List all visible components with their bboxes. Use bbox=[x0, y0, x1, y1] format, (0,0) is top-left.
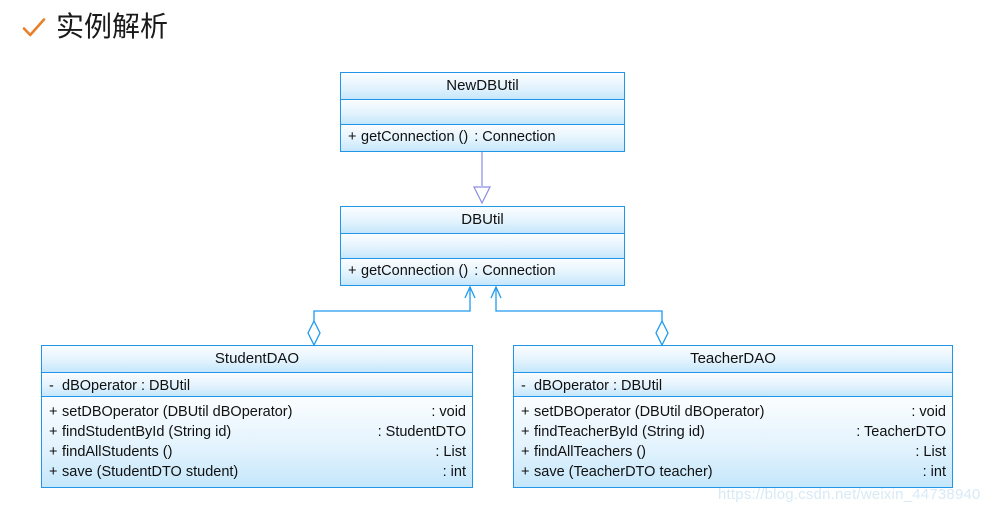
class-name-studentdao: StudentDAO bbox=[42, 346, 472, 373]
operation-row: + getConnection () : Connection bbox=[341, 127, 624, 147]
attribute-row: - dBOperator : DBUtil bbox=[42, 376, 472, 396]
relation-generalization-newdbutil-dbutil bbox=[473, 152, 491, 205]
operation-row: + setDBOperator (DBUtil dBOperator) : vo… bbox=[42, 402, 472, 422]
visibility-marker: + bbox=[348, 129, 357, 145]
visibility-marker: + bbox=[521, 464, 530, 480]
operation-return-type: : Connection bbox=[474, 263, 556, 279]
operation-return-type: : StudentDTO bbox=[377, 424, 466, 440]
class-attributes-teacherdao: - dBOperator : DBUtil bbox=[514, 373, 952, 397]
watermark: https://blog.csdn.net/weixin_44738940 bbox=[718, 486, 981, 503]
operation-row: + findAllStudents () : List bbox=[42, 442, 472, 462]
operation-signature: getConnection () bbox=[361, 129, 469, 145]
operation-row: + findTeacherById (String id) : TeacherD… bbox=[514, 422, 952, 442]
attribute-signature: dBOperator : DBUtil bbox=[62, 378, 191, 394]
operation-row: + findAllTeachers () : List bbox=[514, 442, 952, 462]
operation-signature: findTeacherById (String id) bbox=[534, 424, 705, 440]
class-operations-teacherdao: + setDBOperator (DBUtil dBOperator) : vo… bbox=[514, 397, 952, 487]
uml-class-newdbutil[interactable]: NewDBUtil + getConnection () : Connectio… bbox=[340, 72, 625, 152]
class-attributes-dbutil bbox=[341, 234, 624, 259]
operation-signature: findAllStudents () bbox=[62, 444, 173, 460]
operation-row: + setDBOperator (DBUtil dBOperator) : vo… bbox=[514, 402, 952, 422]
visibility-marker: + bbox=[49, 464, 58, 480]
class-operations-newdbutil: + getConnection () : Connection bbox=[341, 125, 624, 151]
operation-return-type: : List bbox=[915, 444, 946, 460]
class-attributes-newdbutil bbox=[341, 100, 624, 125]
operation-row: + save (StudentDTO student) : int bbox=[42, 462, 472, 482]
uml-class-dbutil[interactable]: DBUtil + getConnection () : Connection bbox=[340, 206, 625, 286]
uml-class-teacherdao[interactable]: TeacherDAO - dBOperator : DBUtil + setDB… bbox=[513, 345, 953, 488]
attribute-signature: dBOperator : DBUtil bbox=[534, 378, 663, 394]
visibility-marker: - bbox=[49, 378, 54, 394]
class-attributes-studentdao: - dBOperator : DBUtil bbox=[42, 373, 472, 397]
operation-row: + getConnection () : Connection bbox=[341, 261, 624, 281]
operation-row: + save (TeacherDTO teacher) : int bbox=[514, 462, 952, 482]
relation-aggregation-teacherdao-dbutil bbox=[490, 285, 669, 347]
visibility-marker: + bbox=[348, 263, 357, 279]
operation-signature: setDBOperator (DBUtil dBOperator) bbox=[62, 404, 293, 420]
operation-row: + findStudentById (String id) : StudentD… bbox=[42, 422, 472, 442]
visibility-marker: + bbox=[521, 424, 530, 440]
operation-return-type: : int bbox=[442, 464, 466, 480]
operation-return-type: : int bbox=[922, 464, 946, 480]
attribute-row: - dBOperator : DBUtil bbox=[514, 376, 952, 396]
operation-signature: setDBOperator (DBUtil dBOperator) bbox=[534, 404, 765, 420]
class-name-newdbutil: NewDBUtil bbox=[341, 73, 624, 100]
page-header: 实例解析 bbox=[0, 0, 1004, 56]
class-operations-studentdao: + setDBOperator (DBUtil dBOperator) : vo… bbox=[42, 397, 472, 487]
page-title: 实例解析 bbox=[56, 10, 169, 43]
visibility-marker: + bbox=[49, 444, 58, 460]
operation-signature: getConnection () bbox=[361, 263, 469, 279]
visibility-marker: + bbox=[521, 444, 530, 460]
class-name-dbutil: DBUtil bbox=[341, 207, 624, 234]
visibility-marker: + bbox=[49, 424, 58, 440]
operation-signature: findStudentById (String id) bbox=[62, 424, 232, 440]
operation-return-type: : TeacherDTO bbox=[856, 424, 946, 440]
relation-aggregation-studentdao-dbutil bbox=[307, 285, 476, 347]
operation-return-type: : Connection bbox=[474, 129, 556, 145]
operation-return-type: : void bbox=[911, 404, 946, 420]
visibility-marker: - bbox=[521, 378, 526, 394]
operation-signature: findAllTeachers () bbox=[534, 444, 647, 460]
check-icon bbox=[20, 14, 48, 42]
class-operations-dbutil: + getConnection () : Connection bbox=[341, 259, 624, 285]
uml-class-studentdao[interactable]: StudentDAO - dBOperator : DBUtil + setDB… bbox=[41, 345, 473, 488]
operation-signature: save (StudentDTO student) bbox=[62, 464, 239, 480]
visibility-marker: + bbox=[49, 404, 58, 420]
operation-signature: save (TeacherDTO teacher) bbox=[534, 464, 713, 480]
class-name-teacherdao: TeacherDAO bbox=[514, 346, 952, 373]
operation-return-type: : List bbox=[435, 444, 466, 460]
visibility-marker: + bbox=[521, 404, 530, 420]
operation-return-type: : void bbox=[431, 404, 466, 420]
